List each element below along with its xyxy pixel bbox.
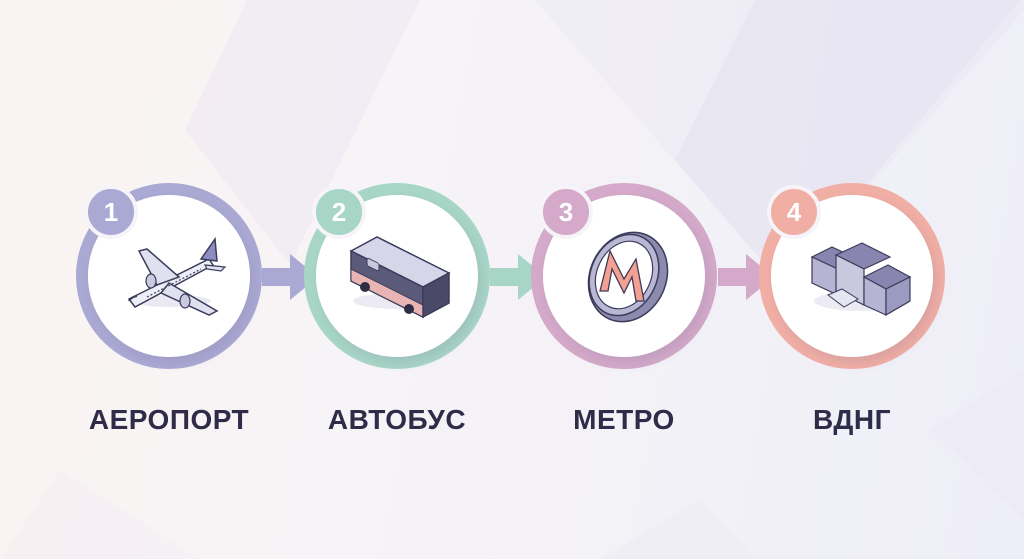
step-label: АВТОБУС — [327, 404, 467, 435]
museum-building-icon — [810, 242, 912, 317]
step-label: МЕТРО — [573, 404, 675, 435]
step-vdng: 4 — [759, 183, 945, 369]
step-label: ВДНГ — [813, 404, 891, 435]
step-number-badge: 1 — [84, 185, 138, 239]
step-label: АЕРОПОРТ — [88, 404, 250, 435]
step-number-badge: 2 — [312, 185, 366, 239]
step-number-badge: 3 — [539, 185, 593, 239]
bus-icon — [349, 236, 451, 319]
step-number-badge: 4 — [767, 185, 821, 239]
step-airport: 1 — [76, 183, 262, 369]
airplane-icon — [127, 236, 227, 316]
step-bus: 2 — [304, 183, 490, 369]
metro-sign-icon — [587, 231, 669, 323]
step-metro: 3 — [531, 183, 717, 369]
